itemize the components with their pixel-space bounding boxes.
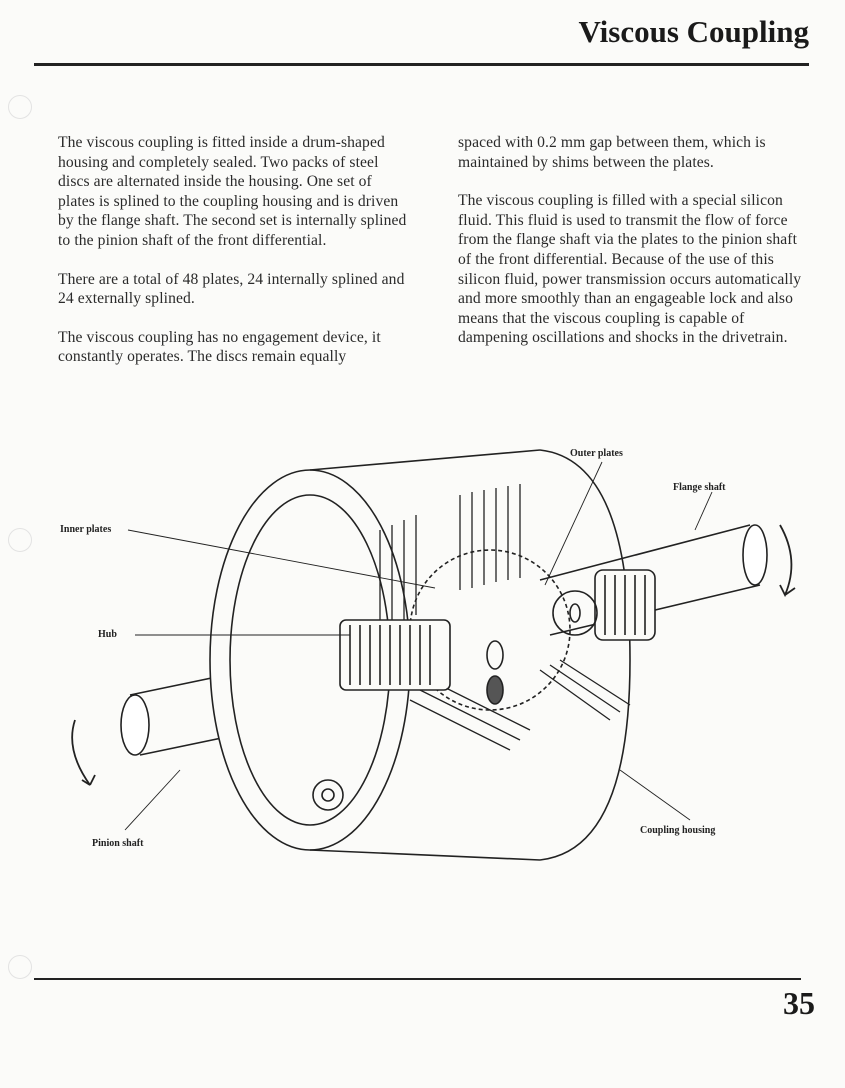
label-coupling-housing: Coupling housing: [640, 825, 716, 836]
paragraph: The viscous coupling is filled with a sp…: [458, 192, 802, 347]
binder-hole: [8, 95, 32, 119]
paragraph: spaced with 0.2 mm gap between them, whi…: [458, 134, 766, 171]
binder-hole: [8, 528, 32, 552]
label-pinion-shaft: Pinion shaft: [92, 838, 144, 849]
footer-rule: [34, 978, 801, 980]
text-column-left: The viscous coupling is fitted inside a …: [58, 133, 408, 386]
binder-hole: [8, 955, 32, 979]
page-title: Viscous Coupling: [578, 14, 809, 49]
coupling-cutaway-drawing: [71, 449, 796, 861]
text-column-right: spaced with 0.2 mm gap between them, whi…: [458, 133, 808, 367]
paragraph: The viscous coupling is fitted inside a …: [58, 134, 407, 249]
page-number: 35: [783, 985, 815, 1021]
paragraph: The viscous coupling has no engagement d…: [58, 328, 381, 366]
header-rule: [34, 63, 809, 66]
label-outer-plates: Outer plates: [570, 448, 623, 459]
viscous-coupling-illustration: Outer plates Flange shaft Inner plates H…: [40, 420, 820, 900]
paragraph: There are a total of 48 plates, 24 inter…: [58, 270, 405, 308]
label-hub: Hub: [98, 629, 117, 640]
label-inner-plates: Inner plates: [60, 524, 112, 535]
label-flange-shaft: Flange shaft: [673, 482, 726, 493]
